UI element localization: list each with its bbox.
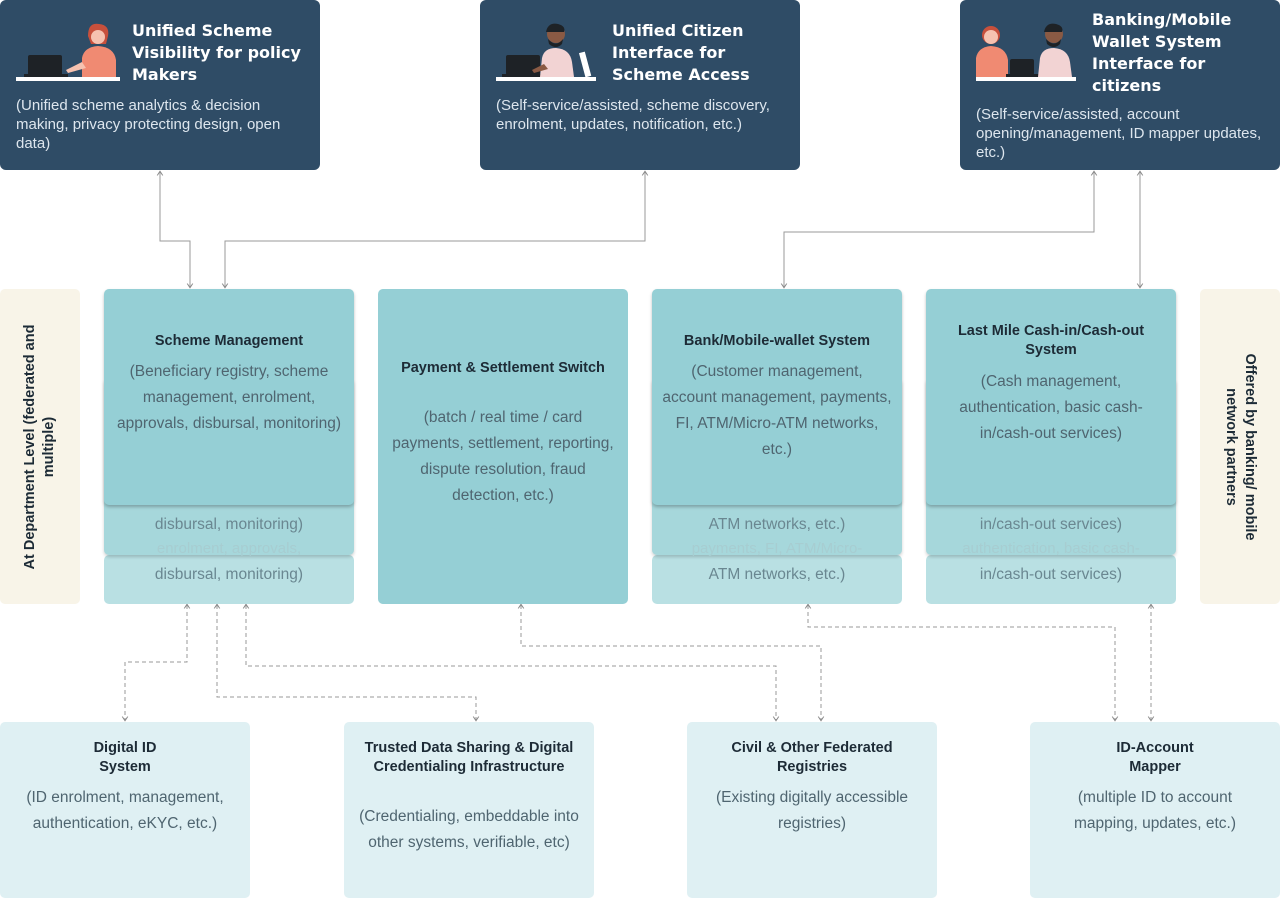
scheme-management-title: Scheme Management <box>154 333 304 349</box>
line-registries-to-payment <box>521 605 821 720</box>
scheme-stack-back: disbursal, monitoring) <box>104 555 354 604</box>
scheme-management-desc: (Beneficiary registry, scheme management… <box>117 363 341 432</box>
wallet-interface-title: Banking/Mobile Wallet System Interface f… <box>1092 10 1232 95</box>
line-policy-to-scheme <box>160 172 190 287</box>
digital-id-title: Digital ID System <box>93 740 157 775</box>
line-citizen-to-scheme <box>225 172 645 287</box>
trusted-data-sharing-desc: (Credentialing, embeddable into other sy… <box>359 808 579 851</box>
cash-ghost-faint: authentication, basic cash- <box>962 540 1140 557</box>
line-registries-to-scheme <box>246 605 776 720</box>
bank-wallet-desc: (Customer management, account management… <box>662 363 892 458</box>
civil-registries-box: Civil & Other Federated Registries (Exis… <box>687 722 937 898</box>
bank-ghost-text-1: ATM networks, etc.) <box>708 516 846 533</box>
department-level-panel: At Department Level (federated and multi… <box>0 289 80 604</box>
line-digitalid-to-scheme <box>125 605 187 720</box>
policy-makers-desc: (Unified scheme analytics & decision mak… <box>16 97 281 152</box>
digital-id-box: Digital ID System (ID enrolment, managem… <box>0 722 250 898</box>
payment-switch-desc: (batch / real time / card payments, sett… <box>392 409 614 504</box>
id-account-mapper-desc: (multiple ID to account mapping, updates… <box>1074 789 1236 832</box>
cash-stack-back: in/cash-out services) <box>926 555 1176 604</box>
citizen-interface-box: Unified Citizen Interface for Scheme Acc… <box>480 0 800 170</box>
partners-panel: Offered by banking/ mobile network partn… <box>1200 289 1280 604</box>
line-wallet-to-bank <box>784 172 1094 287</box>
last-mile-cash-title: Last Mile Cash-in/Cash-out System <box>957 323 1145 358</box>
trusted-data-sharing-title: Trusted Data Sharing & Digital Credentia… <box>364 740 574 775</box>
last-mile-cash-desc: (Cash management, authentication, basic … <box>959 373 1143 442</box>
cash-ghost-text-2: in/cash-out services) <box>979 566 1123 583</box>
last-mile-cash-box: Last Mile Cash-in/Cash-out System (Cash … <box>926 289 1176 505</box>
department-level-text: At Department Level (federated and multi… <box>22 324 57 569</box>
bank-ghost-text-2: ATM networks, etc.) <box>708 566 846 583</box>
digital-id-desc: (ID enrolment, management, authenticatio… <box>26 789 224 832</box>
partners-text: Offered by banking/ mobile network partn… <box>1223 353 1258 540</box>
id-account-mapper-title: ID-Account Mapper <box>1116 740 1194 775</box>
line-mapper-to-bank <box>808 605 1115 720</box>
scheme-ghost-text-2: disbursal, monitoring) <box>154 566 304 583</box>
scheme-ghost-faint: enrolment, approvals, <box>156 540 302 557</box>
policy-makers-title: Unified Scheme Visibility for policy Mak… <box>132 21 301 84</box>
bank-ghost-faint: payments, FI, ATM/Micro- <box>691 540 863 557</box>
department-level-label: At Department Level (federated and multi… <box>21 317 59 577</box>
payment-switch-box: Payment & Settlement Switch (batch / rea… <box>378 289 628 604</box>
civil-registries-title: Civil & Other Federated Registries <box>731 740 893 775</box>
trusted-data-sharing-box: Trusted Data Sharing & Digital Credentia… <box>344 722 594 898</box>
bank-wallet-title: Bank/Mobile-wallet System <box>683 333 871 349</box>
bank-stack-back: ATM networks, etc.) <box>652 555 902 604</box>
line-trusted-to-scheme <box>217 605 476 720</box>
wallet-users-illustration-icon <box>976 23 1076 81</box>
citizen-interface-desc: (Self-service/assisted, scheme discovery… <box>496 97 770 133</box>
policy-makers-box: Unified Scheme Visibility for policy Mak… <box>0 0 320 170</box>
policy-maker-illustration-icon <box>16 23 120 81</box>
citizen-illustration-icon <box>496 23 596 81</box>
cash-ghost-text-1: in/cash-out services) <box>979 516 1123 533</box>
bank-wallet-box: Bank/Mobile-wallet System (Customer mana… <box>652 289 902 505</box>
wallet-interface-box: Banking/Mobile Wallet System Interface f… <box>960 0 1280 170</box>
wallet-interface-desc: (Self-service/assisted, account opening/… <box>976 106 1262 161</box>
id-account-mapper-box: ID-Account Mapper (multiple ID to accoun… <box>1030 722 1280 898</box>
civil-registries-desc: (Existing digitally accessible registrie… <box>715 789 909 832</box>
scheme-ghost-text-1: disbursal, monitoring) <box>154 516 304 533</box>
payment-switch-title: Payment & Settlement Switch <box>401 360 605 376</box>
citizen-interface-title: Unified Citizen Interface for Scheme Acc… <box>612 21 750 84</box>
scheme-management-box: Scheme Management (Beneficiary registry,… <box>104 289 354 505</box>
partners-label: Offered by banking/ mobile network partn… <box>1221 337 1259 557</box>
